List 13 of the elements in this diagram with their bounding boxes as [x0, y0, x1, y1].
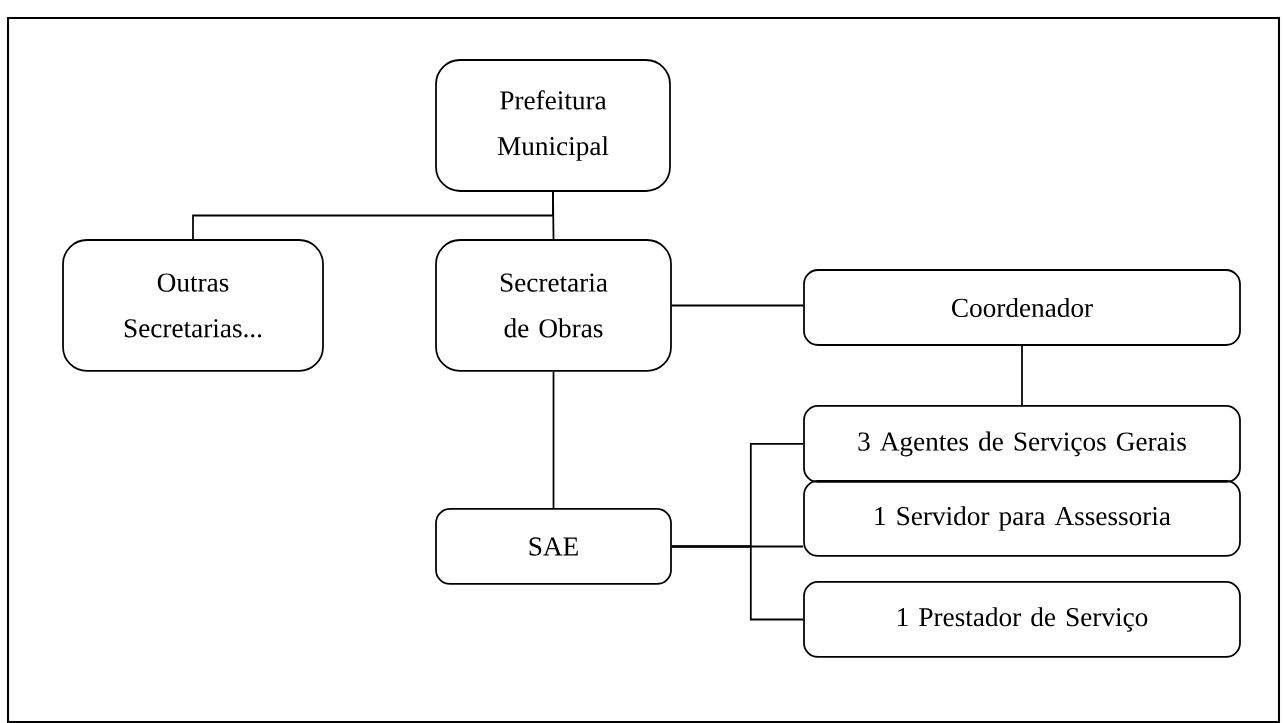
connector-line: [552, 191, 555, 240]
org-box: Prefeitura Municipal: [435, 59, 671, 192]
org-box: 3 Agentes de Serviços Gerais: [803, 405, 1241, 483]
org-box: Secretaria de Obras: [435, 239, 672, 372]
connector-line: [671, 304, 804, 307]
connector-line: [1021, 345, 1023, 406]
org-box: Outras Secretarias...: [62, 239, 324, 372]
org-box: 1 Servidor para Assessoria: [803, 480, 1241, 557]
org-box: Coordenador: [803, 269, 1241, 346]
org-box: 1 Prestador de Serviço: [803, 581, 1241, 658]
connector-line: [552, 371, 555, 509]
connector-line: [671, 545, 804, 621]
org-box: SAE: [435, 508, 672, 585]
